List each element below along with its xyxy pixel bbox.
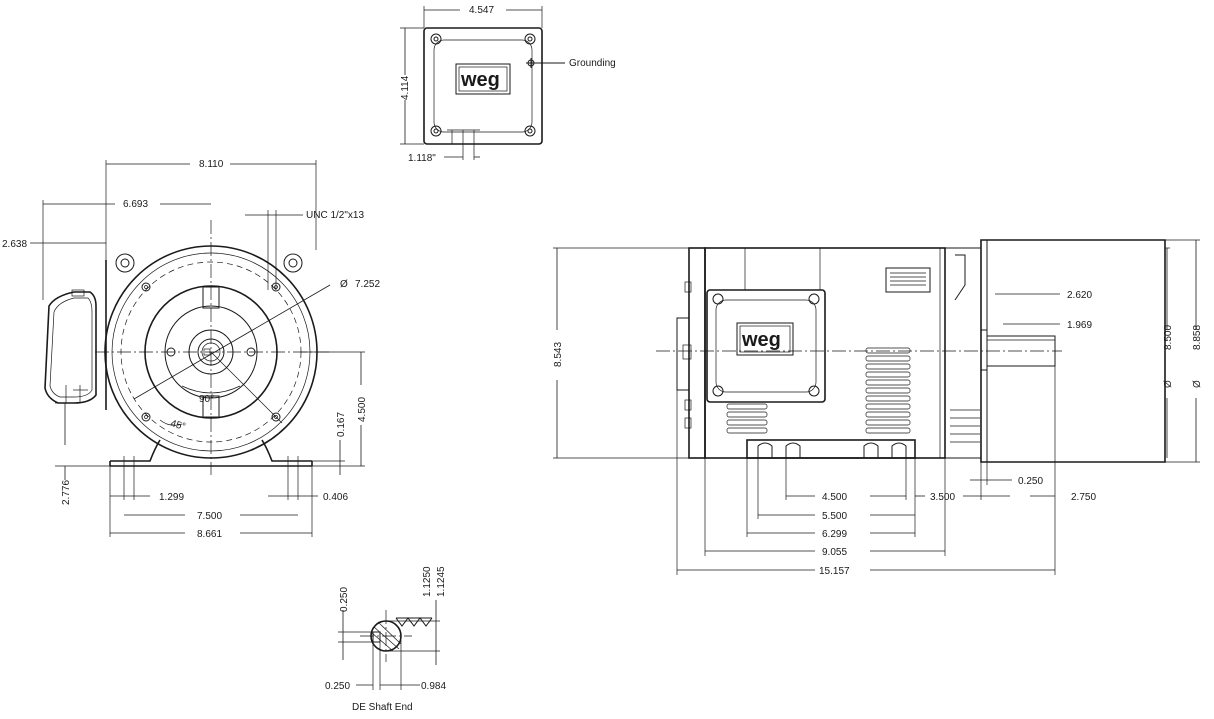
svg-text:weg: weg — [460, 69, 500, 91]
svg-text:1.1245: 1.1245 — [436, 566, 447, 597]
svg-text:2.638: 2.638 — [2, 239, 27, 250]
terminal-box-view: weg Grounding 4.547 4.114 1.118" — [400, 5, 616, 164]
svg-text:0.250: 0.250 — [339, 587, 350, 612]
svg-text:7.500: 7.500 — [197, 511, 222, 522]
svg-text:15.157: 15.157 — [819, 566, 850, 577]
svg-text:1.969: 1.969 — [1067, 320, 1092, 331]
svg-text:Ø: Ø — [1192, 380, 1203, 388]
grounding-label: Grounding — [569, 58, 616, 69]
svg-text:2.776: 2.776 — [61, 480, 72, 505]
svg-text:Ø: Ø — [340, 279, 348, 290]
svg-text:6.299: 6.299 — [822, 529, 847, 540]
weg-logo: weg — [455, 63, 511, 95]
svg-text:4.500: 4.500 — [822, 492, 847, 503]
svg-text:45°: 45° — [169, 418, 186, 433]
side-view: weg — [553, 239, 1203, 577]
svg-text:1.299: 1.299 — [159, 492, 184, 503]
svg-text:0.250: 0.250 — [325, 681, 350, 692]
svg-text:UNC 1/2"x13: UNC 1/2"x13 — [306, 210, 364, 221]
svg-text:0.250: 0.250 — [1018, 476, 1043, 487]
svg-text:3.500: 3.500 — [930, 492, 955, 503]
svg-text:weg: weg — [741, 329, 781, 351]
shaft-end-view: 0.250 1.1250 1.1245 0.250 0.984 DE Shaft… — [325, 566, 447, 713]
svg-text:9.055: 9.055 — [822, 547, 847, 558]
svg-text:8.110: 8.110 — [199, 159, 224, 170]
weg-logo-side: weg — [736, 322, 794, 356]
svg-text:5.500: 5.500 — [822, 511, 847, 522]
svg-text:8.661: 8.661 — [197, 529, 222, 540]
svg-text:2.620: 2.620 — [1067, 290, 1092, 301]
svg-text:4.500: 4.500 — [357, 397, 368, 422]
svg-text:8.543: 8.543 — [553, 342, 564, 367]
svg-text:0.167: 0.167 — [336, 412, 347, 437]
shaft-end-label: DE Shaft End — [352, 702, 413, 713]
svg-text:1.1250: 1.1250 — [422, 566, 433, 597]
svg-text:Ø: Ø — [1163, 380, 1174, 388]
svg-text:2.750: 2.750 — [1071, 492, 1096, 503]
svg-text:4.547: 4.547 — [469, 5, 494, 16]
svg-text:0.406: 0.406 — [323, 492, 348, 503]
front-view: 90° 45° 8.110 6.693 2.638 UNC 1/2"x13 Ø … — [2, 159, 380, 540]
svg-text:8.500: 8.500 — [1163, 325, 1174, 350]
svg-text:1.118": 1.118" — [408, 153, 436, 164]
svg-text:7.252: 7.252 — [355, 279, 380, 290]
svg-text:8.858: 8.858 — [1192, 325, 1203, 350]
svg-text:90°: 90° — [199, 394, 214, 405]
svg-text:4.114: 4.114 — [400, 75, 411, 100]
svg-text:0.984: 0.984 — [421, 681, 446, 692]
svg-text:6.693: 6.693 — [123, 199, 148, 210]
